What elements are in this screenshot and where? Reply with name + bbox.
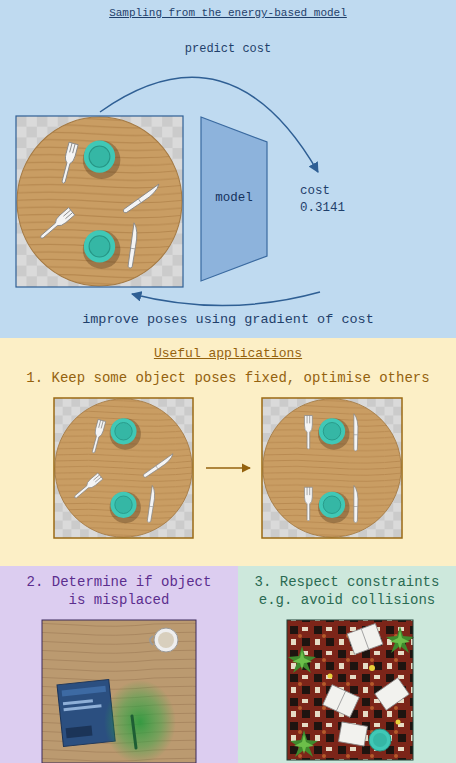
panel-ground (0, 0, 456, 338)
application-item: 3. Respect constraints e.g. avoid collis… (247, 574, 447, 609)
image-border (16, 116, 183, 287)
rug-scene (287, 620, 414, 760)
panel-heading: Sampling from the energy-based model (4, 7, 452, 21)
table-scene (16, 116, 183, 287)
table-scene (54, 398, 193, 538)
label-holder: predict cost (166, 42, 290, 57)
annotation-label: improve poses using gradient of cost (20, 312, 436, 329)
model-trapezoid: model (200, 116, 268, 282)
application-panel: 2. Determine if object is misplaced (0, 566, 238, 763)
trapezoid-shape (201, 117, 267, 281)
panel-band: Useful applications 1. Keep some object p… (0, 338, 456, 566)
panel-ground (238, 566, 456, 763)
label-holder: 0.3141 (300, 201, 380, 217)
application-panel: 3. Respect constraints e.g. avoid collis… (238, 566, 456, 763)
model-label: model (215, 191, 253, 207)
panel-heading: Useful applications (4, 346, 452, 362)
image-border (54, 398, 193, 538)
image-border (262, 398, 402, 538)
annotation-label: 0.3141 (300, 201, 380, 217)
desk-scene (42, 620, 196, 763)
application-item: 1. Keep some object poses fixed, optimis… (4, 370, 452, 388)
annotation-label: cost (300, 184, 380, 200)
annotation-label: predict cost (166, 42, 290, 57)
application-item: 2. Determine if object is misplaced (19, 574, 219, 609)
panel-ground (0, 338, 456, 566)
loop-arrow (132, 292, 320, 306)
table-scene (262, 398, 402, 538)
panel-ground (0, 566, 238, 763)
label-holder: cost (300, 184, 380, 200)
transition-arrow (206, 467, 250, 468)
label-holder: improve poses using gradient of cost (20, 312, 436, 329)
